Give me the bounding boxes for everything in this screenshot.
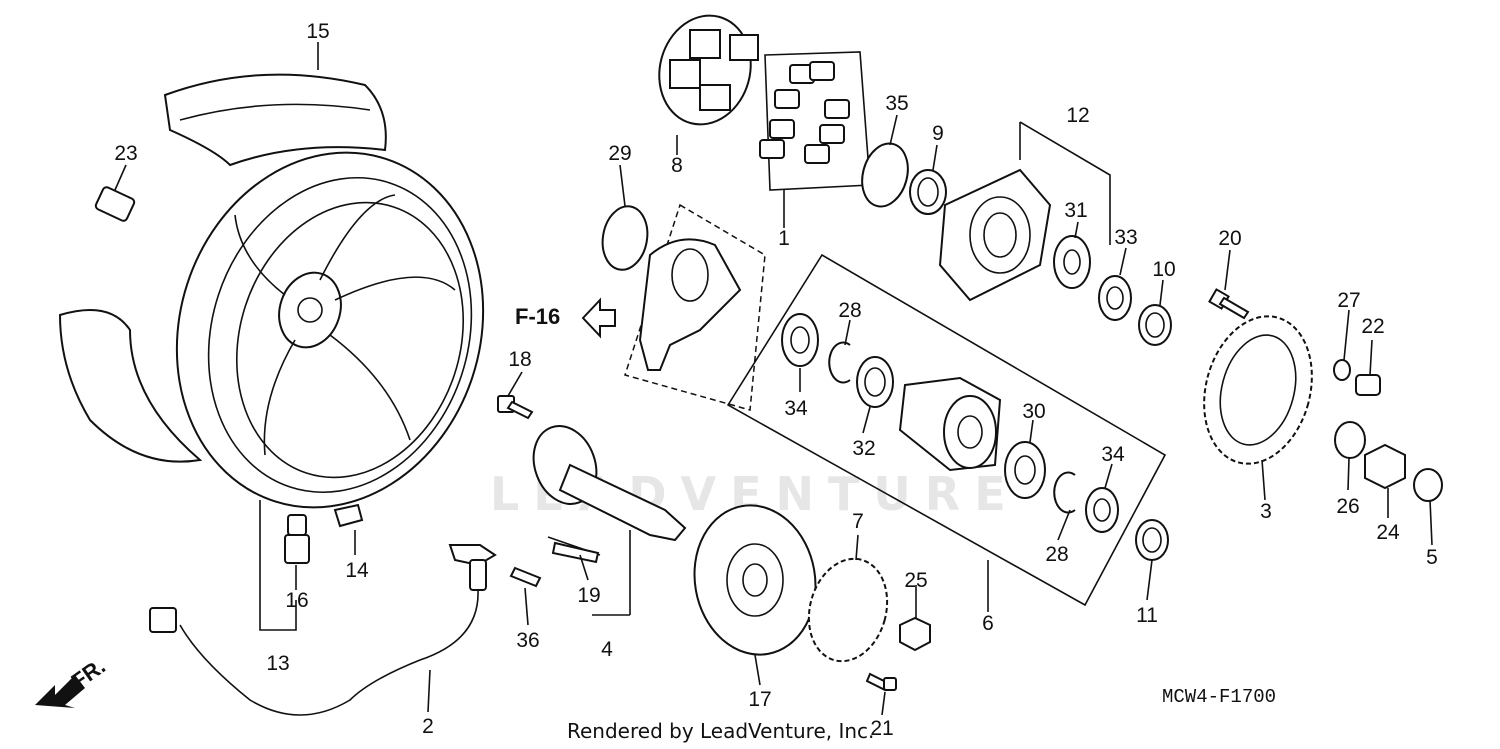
callout-30[interactable]: 30 [1022, 400, 1045, 423]
callout-29[interactable]: 29 [608, 142, 631, 165]
circlip-28b-part[interactable] [1053, 471, 1076, 514]
damper-holder-part[interactable] [647, 5, 762, 135]
callout-33[interactable]: 33 [1114, 226, 1137, 249]
front-arrow-icon [35, 675, 85, 708]
callout-3[interactable]: 3 [1260, 500, 1272, 523]
callout-16[interactable]: 16 [285, 589, 308, 612]
callout-14[interactable]: 14 [345, 559, 369, 582]
callout-numbers: 1 2 3 4 5 6 7 8 9 10 11 12 13 14 15 16 1… [114, 20, 1438, 740]
sprocket-part[interactable] [1188, 304, 1327, 476]
bolt-21-part[interactable] [865, 672, 897, 692]
callout-25[interactable]: 25 [904, 569, 927, 592]
bearing-34b-part[interactable] [1085, 487, 1119, 533]
bearing-32-part[interactable] [856, 356, 894, 408]
callout-11[interactable]: 11 [1136, 604, 1158, 627]
dust-seal-10-part[interactable] [1138, 304, 1172, 346]
callout-36[interactable]: 36 [516, 629, 539, 652]
render-credit: Rendered by LeadVenture, Inc. [567, 719, 874, 743]
callout-13[interactable]: 13 [266, 652, 289, 675]
axle-nut-24-part[interactable] [1364, 443, 1406, 490]
valve-stem-part[interactable] [284, 514, 310, 564]
bolt-19-part[interactable] [551, 541, 600, 564]
bearing-34a-part[interactable] [781, 313, 819, 367]
callout-12[interactable]: 12 [1066, 104, 1089, 127]
bearing-30-part[interactable] [1004, 441, 1046, 499]
wheel-speed-sensor-part[interactable] [149, 544, 497, 716]
callout-20[interactable]: 20 [1218, 227, 1241, 250]
circlip-28a-part[interactable] [828, 341, 851, 384]
reference-label: F-16 [515, 304, 560, 329]
leader-lines [114, 42, 1433, 716]
caliper-bracket-part[interactable] [638, 238, 742, 371]
axle-part[interactable] [523, 417, 687, 542]
callout-10[interactable]: 10 [1152, 258, 1175, 281]
collar-26-part[interactable] [1334, 421, 1366, 459]
callout-27[interactable]: 27 [1337, 289, 1360, 312]
callout-35[interactable]: 35 [885, 92, 908, 115]
clip-14-part[interactable] [333, 503, 364, 528]
diagram-code: MCW4-F1700 [1162, 686, 1276, 708]
bolt-36-part[interactable] [509, 566, 542, 588]
callout-24[interactable]: 24 [1376, 521, 1400, 544]
snap-ring-29-part[interactable] [598, 203, 652, 274]
driven-flange-part[interactable] [938, 168, 1052, 302]
dust-seal-11-part[interactable] [1135, 519, 1169, 561]
washer-27-part[interactable] [1333, 359, 1351, 381]
callout-21[interactable]: 21 [870, 717, 893, 740]
callout-31[interactable]: 31 [1064, 199, 1087, 222]
brake-disc-part[interactable] [683, 496, 827, 665]
nut-22-part[interactable] [1355, 374, 1381, 396]
callout-34b[interactable]: 34 [1101, 443, 1125, 466]
callout-28b[interactable]: 28 [1045, 543, 1068, 566]
callout-19[interactable]: 19 [577, 584, 600, 607]
callout-15[interactable]: 15 [306, 20, 329, 43]
tire-part[interactable] [58, 73, 387, 463]
callout-17[interactable]: 17 [748, 688, 771, 711]
reference-arrow-icon [581, 297, 616, 339]
callout-26[interactable]: 26 [1336, 495, 1359, 518]
bearing-33-part[interactable] [1098, 275, 1132, 321]
callout-4[interactable]: 4 [601, 638, 613, 661]
cap-5-part[interactable] [1413, 468, 1443, 502]
bolt-23-part[interactable] [94, 186, 136, 222]
bolt-20-part[interactable] [1208, 288, 1250, 320]
callout-8[interactable]: 8 [671, 154, 683, 177]
sensor-ring-part[interactable] [798, 550, 898, 670]
hub-center-part[interactable] [898, 376, 1002, 472]
callout-9[interactable]: 9 [932, 122, 944, 145]
o-ring-35-part[interactable] [855, 138, 914, 211]
callout-22[interactable]: 22 [1361, 315, 1384, 338]
callout-28a[interactable]: 28 [838, 299, 861, 322]
callout-32[interactable]: 32 [852, 437, 875, 460]
callout-5[interactable]: 5 [1426, 546, 1438, 569]
nut-25-part[interactable] [899, 616, 931, 652]
dust-seal-9-part[interactable] [909, 169, 947, 215]
callout-1[interactable]: 1 [778, 227, 790, 250]
bearing-31-part[interactable] [1053, 235, 1091, 289]
callout-6[interactable]: 6 [982, 612, 994, 635]
callout-7[interactable]: 7 [852, 510, 864, 533]
callout-2[interactable]: 2 [422, 715, 434, 738]
wheel-rim-part[interactable] [132, 112, 529, 547]
damper-rubbers-part[interactable] [759, 61, 850, 164]
callout-34a[interactable]: 34 [784, 397, 808, 420]
callout-18[interactable]: 18 [508, 348, 531, 371]
bolt-18-part[interactable] [497, 395, 534, 420]
callout-23[interactable]: 23 [114, 142, 137, 165]
